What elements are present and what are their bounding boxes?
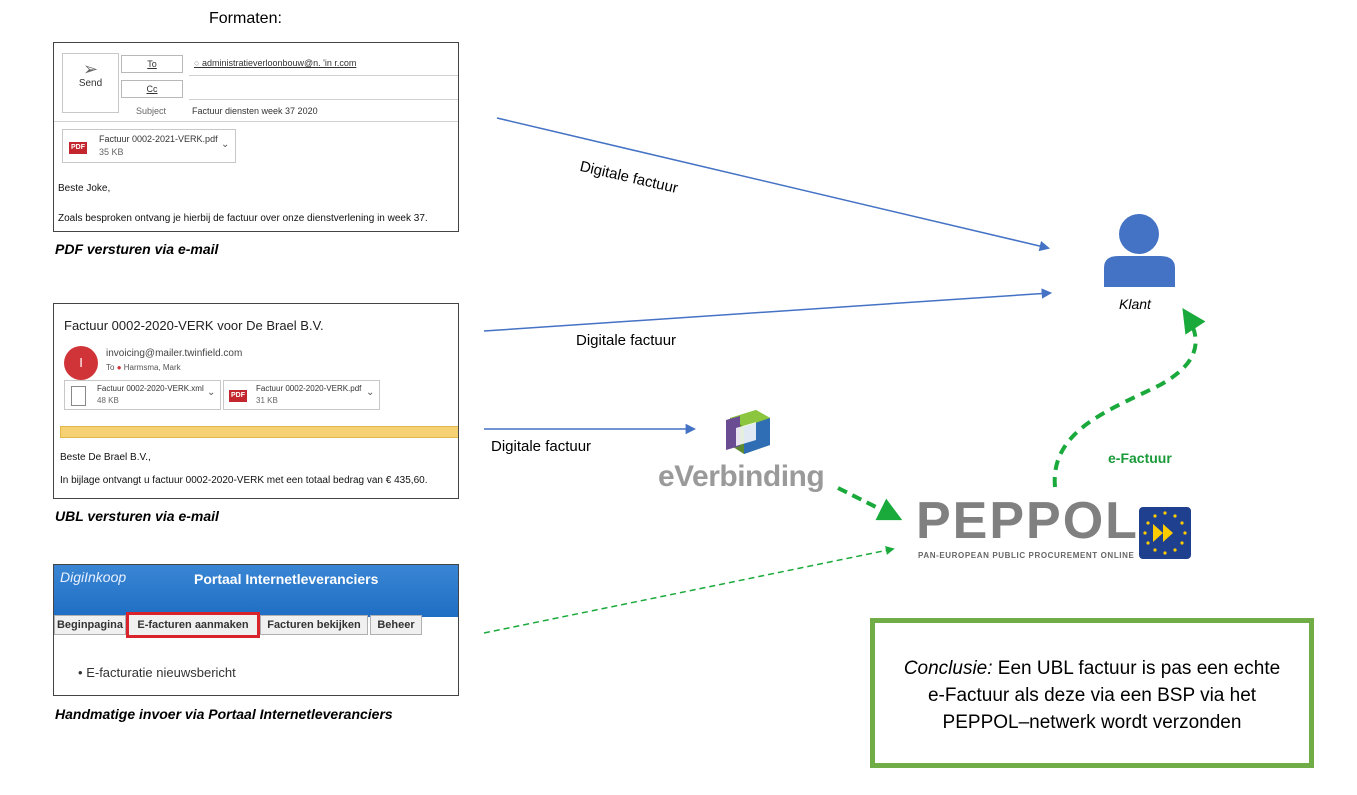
send-button: ➢ Send	[62, 53, 119, 113]
chevron-down-icon: ⌄	[207, 387, 216, 398]
attachment-size: 31 KB	[256, 396, 278, 405]
divider	[189, 99, 458, 100]
klant-label: Klant	[1119, 296, 1151, 312]
attachment-name: Factuur 0002-2020-VERK.xml	[97, 384, 204, 393]
to-button: To	[121, 55, 183, 73]
arrow-pdf-to-klant	[496, 117, 1051, 252]
subject-label: Subject	[136, 106, 167, 116]
arrow-portal-to-peppol	[483, 546, 895, 634]
attachment-name: Factuur 0002-2020-VERK.pdf	[256, 384, 362, 393]
arrow-label-everbinding: Digitale factuur	[491, 438, 592, 455]
everbinding-logo-icon	[726, 410, 770, 454]
send-icon: ➢	[82, 59, 99, 79]
tab-e-facturen-aanmaken: E-facturen aanmaken	[126, 612, 260, 638]
eu-flag-icon	[1139, 507, 1191, 559]
recipient-icon: ○	[194, 58, 202, 68]
status-dot-icon: ●	[116, 363, 122, 372]
divider	[189, 75, 458, 76]
sender-address: invoicing@mailer.twinfield.com	[106, 348, 243, 359]
chevron-down-icon: ⌄	[221, 139, 230, 150]
portal-tabs: Beginpagina E-facturen aanmaken Facturen…	[54, 609, 458, 639]
file-icon	[71, 386, 86, 406]
arrow-everbinding-to-peppol	[837, 486, 903, 521]
send-label: Send	[78, 78, 103, 89]
portal-title: Portaal Internetleveranciers	[194, 571, 379, 587]
arrow-label-efactuur: e-Factuur	[1108, 450, 1172, 466]
tab-facturen-bekijken: Facturen bekijken	[260, 615, 368, 635]
peppol-subtitle: PAN-EUROPEAN PUBLIC PROCUREMENT ONLINE	[918, 551, 1135, 560]
cc-button: Cc	[121, 80, 183, 98]
portal-brand: DigiInkoop	[60, 569, 127, 585]
email-body: In bijlage ontvangt u factuur 0002-2020-…	[60, 475, 428, 486]
attachment-pdf: PDF Factuur 0002-2021-VERK.pdf 35 KB ⌄	[62, 129, 236, 163]
info-bar	[60, 426, 458, 438]
person-icon-body	[1104, 256, 1175, 287]
tab-beginpagina: Beginpagina	[54, 615, 126, 635]
arrow-label-ubl: Digitale factuur	[576, 332, 677, 349]
chevron-down-icon: ⌄	[366, 387, 375, 398]
attachment-name: Factuur 0002-2021-VERK.pdf	[99, 134, 218, 144]
portal-caption: Handmatige invoer via Portaal Internetle…	[55, 706, 393, 722]
person-icon-head	[1119, 214, 1159, 254]
email-body: Zoals besproken ontvang je hierbij de fa…	[58, 213, 428, 224]
email-greeting: Beste De Brael B.V.,	[60, 452, 151, 463]
pdf-caption: PDF versturen via e-mail	[55, 241, 219, 257]
attachment-xml: Factuur 0002-2020-VERK.xml 48 KB ⌄	[64, 380, 221, 410]
bullet-icon: •	[78, 665, 83, 680]
arrow-peppol-to-klant	[1052, 307, 1206, 488]
avatar: I	[64, 346, 98, 380]
arrow-ubl-to-klant	[483, 288, 1053, 332]
attachment-size: 35 KB	[99, 147, 124, 157]
peppol-wordmark: PEPPOL	[916, 492, 1139, 550]
to-line: To ● Harmsma, Mark	[106, 363, 181, 372]
attachment-size: 48 KB	[97, 396, 119, 405]
to-value: ○ administratieverloonbouw@n. 'in r.com	[194, 58, 357, 68]
ubl-caption: UBL versturen via e-mail	[55, 508, 219, 524]
portal-screenshot: DigiInkoop Portaal Internetleveranciers …	[53, 564, 459, 696]
formats-heading: Formaten:	[209, 10, 282, 27]
pdf-email-screenshot: ➢ Send To Cc Subject ○ administratieverl…	[53, 42, 459, 232]
attachment-pdf: PDF Factuur 0002-2020-VERK.pdf 31 KB ⌄	[223, 380, 380, 410]
tab-beheer: Beheer	[370, 615, 422, 635]
conclusion-text: Conclusie: Een UBL factuur is pas een ec…	[903, 658, 1281, 733]
email-title: Factuur 0002-2020-VERK voor De Brael B.V…	[64, 318, 324, 333]
subject-value: Factuur diensten week 37 2020	[192, 106, 318, 116]
pdf-icon: PDF	[69, 142, 87, 154]
portal-header: DigiInkoop Portaal Internetleveranciers	[54, 565, 458, 617]
email-greeting: Beste Joke,	[58, 183, 111, 194]
news-bullet: • E-facturatie nieuwsbericht	[78, 665, 236, 680]
divider	[54, 121, 458, 122]
conclusion-box: Conclusie: Een UBL factuur is pas een ec…	[870, 618, 1314, 768]
pdf-icon: PDF	[229, 390, 247, 402]
everbinding-wordmark: eVerbinding	[658, 460, 825, 493]
ubl-email-screenshot: Factuur 0002-2020-VERK voor De Brael B.V…	[53, 303, 459, 499]
